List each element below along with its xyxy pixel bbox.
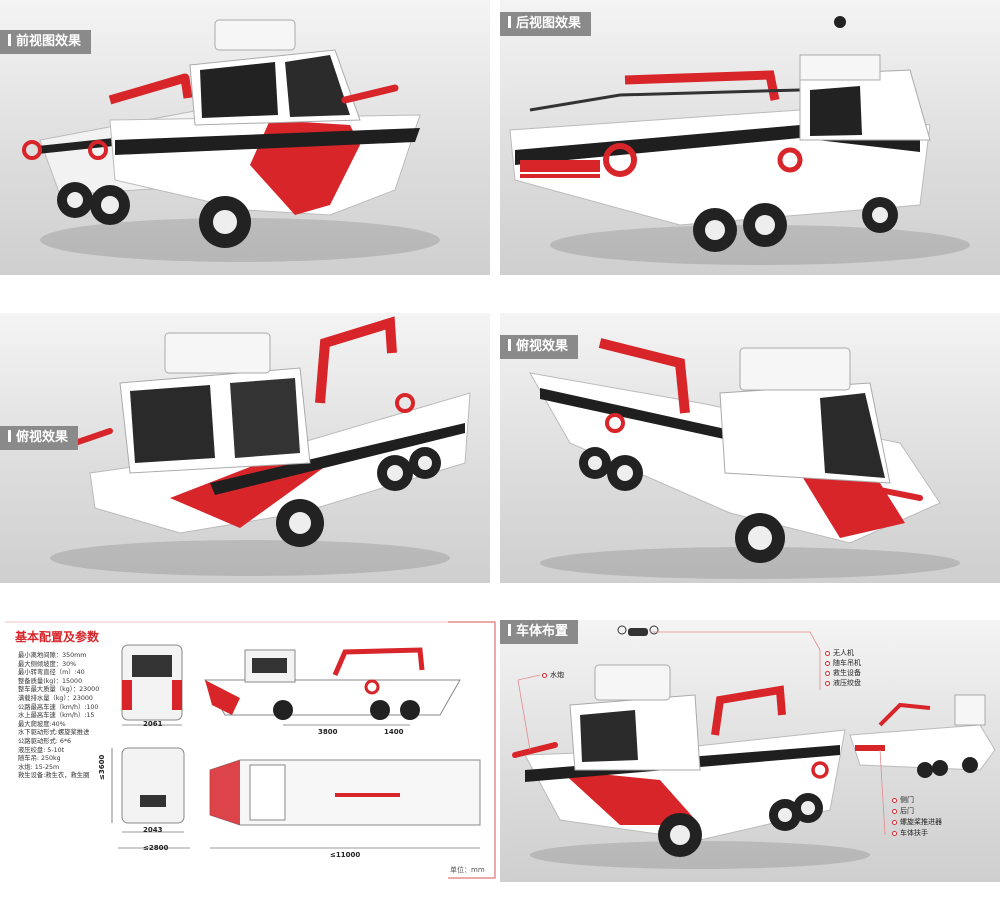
callout-drone: 无人机 (825, 648, 854, 658)
spec-item: 最大爬坡度:40% (18, 720, 66, 728)
callout-handrail: 车体扶手 (892, 828, 928, 838)
dim-overall-length: ≤11000 (330, 851, 361, 859)
spec-item: 最小离地间隙：350mm (18, 652, 87, 659)
spec-item: 液压绞盘: 5-10t (18, 746, 65, 754)
spec-item: 随车吊: 250kg (18, 755, 61, 763)
dim-rear-width: 2043 (143, 826, 163, 834)
callout-rear-door: 后门 (892, 806, 914, 816)
spec-frame (5, 621, 496, 879)
spec-item: 最大侧倾坡度：30% (18, 660, 77, 668)
callout-side-door: 侧门 (892, 795, 914, 805)
front-view-panel: 前视图效果 (0, 0, 490, 275)
rear-view-tag: 后视图效果 (500, 12, 592, 36)
unit-label: 单位：mm (450, 866, 485, 874)
callout-rescue: 救生设备 (825, 668, 861, 678)
callout-crane: 随车吊机 (825, 658, 861, 668)
dim-height: ≤3600 (98, 754, 106, 780)
top-view-left-render (50, 316, 471, 576)
layout-render (512, 625, 996, 869)
spec-item: 公路最高车速（km/h）:100 (18, 703, 99, 711)
front-view-tag: 前视图效果 (0, 30, 92, 54)
spec-item: 水下驱动形式:螺旋桨推进 (18, 729, 90, 737)
spec-item: 水炮: 15-25m (18, 763, 60, 771)
top-view-right-panel: 俯视效果 (500, 313, 1000, 583)
spec-item: 整车最大质量（kg）：23000 (18, 686, 100, 694)
rear-view-render (509, 16, 970, 265)
front-view-render (22, 19, 440, 262)
spec-panel: 基本配置及参数 最小离地间隙：350mm 最大侧倾坡度：30% 最小转弯直径（m… (0, 620, 500, 880)
spec-item: 最小转弯直径（m）:40 (18, 669, 85, 677)
spec-title: 基本配置及参数 (15, 630, 100, 644)
dim-front-width: 2061 (143, 720, 163, 728)
dim-wheelbase-b: 1400 (384, 728, 404, 736)
callout-propeller: 螺旋桨推进器 (892, 817, 942, 827)
dim-overall-width: ≤2800 (143, 844, 169, 852)
top-view-left-tag: 俯视效果 (0, 426, 79, 450)
top-view-left-panel: 俯视效果 (0, 313, 490, 583)
spec-item: 整备质量(kg)：15000 (18, 677, 83, 685)
top-view-right-tag: 俯视效果 (500, 335, 579, 359)
spec-item: 水上最高车速（km/h）:15 (18, 712, 95, 720)
layout-panel: 车体布置 水炮 无人机 随车吊机 救生设备 液压绞盘 侧门 后门 螺旋桨推进器 … (500, 620, 1000, 882)
dim-wheelbase-a: 3800 (318, 728, 338, 736)
callout-water-cannon: 水炮 (542, 670, 564, 680)
spec-list: 最小离地间隙：350mm 最大侧倾坡度：30% 最小转弯直径（m）:40 整备质… (18, 652, 99, 781)
top-view-right-render (529, 338, 960, 579)
callout-winch: 液压绞盘 (825, 678, 861, 688)
rear-view-panel: 后视图效果 (500, 0, 1000, 275)
spec-item: 公路驱动形式: 6*6 (18, 737, 72, 745)
layout-tag: 车体布置 (500, 620, 579, 644)
spec-item: 救生设备:救生衣，救生圈 (18, 772, 90, 780)
spec-item: 满载排水量（kg）：23000 (18, 694, 93, 702)
